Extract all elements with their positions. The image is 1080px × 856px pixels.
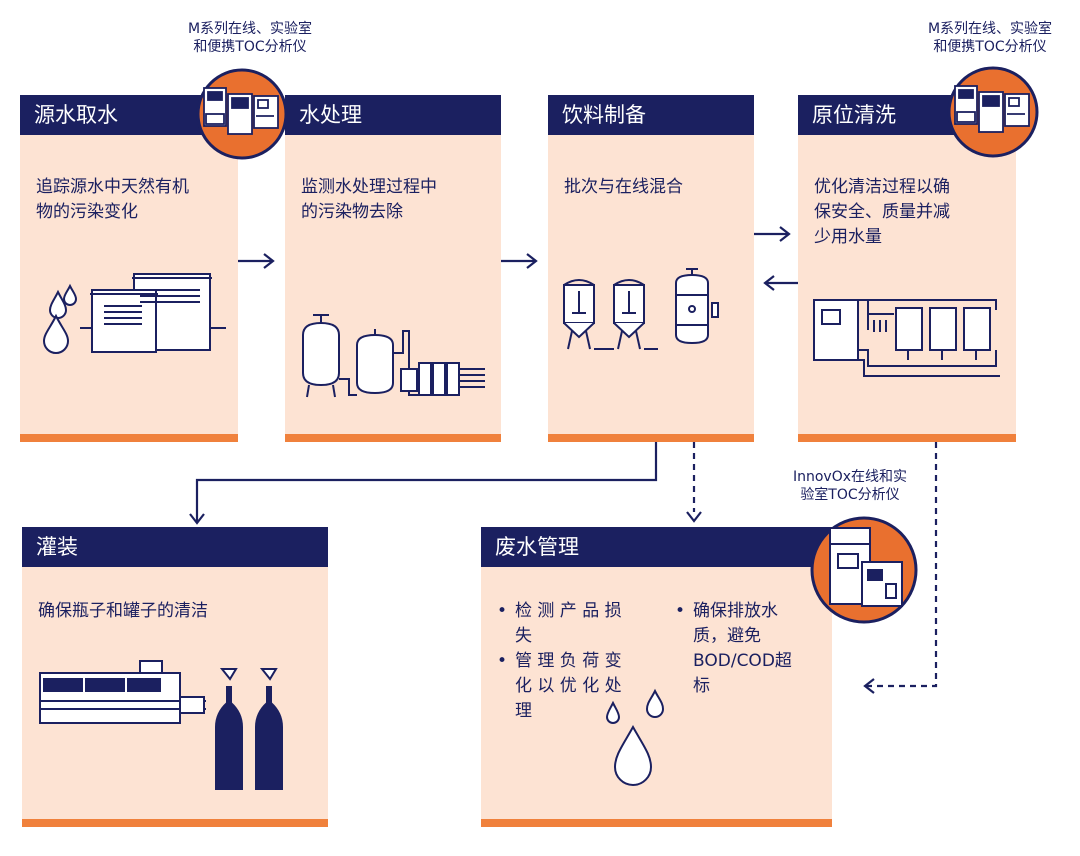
card-filling: 灌装 确保瓶子和罐子的清洁 <box>22 527 328 827</box>
treatment-tanks-icon <box>302 314 485 398</box>
arrow-cip-to-wastewater <box>866 442 938 688</box>
arrow-cip-to-beverage <box>763 275 798 291</box>
note-m-series-left: M系列在线、实验室 和便携TOC分析仪 <box>187 21 313 55</box>
card-beverage-prep-text-1: 批次与在线混合 <box>564 177 683 197</box>
water-drops-icon <box>605 688 665 786</box>
card-beverage-prep-title: 饮料制备 <box>548 95 754 135</box>
card-source-water-text-1: 追踪源水中天然有机 <box>36 177 189 197</box>
card-beverage-prep: 饮料制备 批次与在线混合 <box>548 95 754 442</box>
card-water-treatment-title: 水处理 <box>285 95 501 135</box>
card-cip-text-3: 少用水量 <box>814 227 882 247</box>
bottling-line-icon <box>39 660 283 790</box>
wastewater-bullets-col2: 确保排放水 质，避免 BOD/COD超 标 <box>673 599 823 699</box>
wastewater-bullet-discharge-quality: 确保排放水 质，避免 BOD/COD超 标 <box>673 599 823 699</box>
wastewater-bullet-product-loss: 检 测 产 品 损 失 <box>495 599 665 649</box>
card-cip-text-1: 优化清洁过程以确 <box>814 177 950 197</box>
arrow-beverage-to-cip <box>754 226 791 242</box>
note-innovox: InnovOx在线和实 验室TOC分析仪 <box>792 469 908 503</box>
card-filling-title: 灌装 <box>22 527 328 567</box>
cip-system-icon <box>813 299 1000 377</box>
innovox-analyzer-badge <box>810 516 918 624</box>
arrow-beverage-to-filling <box>189 442 658 525</box>
arrow-source-to-treatment <box>238 253 275 269</box>
mixing-tanks-icon <box>563 268 719 350</box>
card-source-water: 源水取水 追踪源水中天然有机 物的污染变化 <box>20 95 238 442</box>
card-filling-text-1: 确保瓶子和罐子的清洁 <box>38 601 208 621</box>
card-wastewater-title: 废水管理 <box>481 527 832 567</box>
card-water-treatment-text-1: 监测水处理过程中 <box>301 177 437 197</box>
card-wastewater: 废水管理 检 测 产 品 损 失 管 理 负 荷 变 化 以 优 化 处 理 确… <box>481 527 832 827</box>
wastewater-bullet-load-variation: 管 理 负 荷 变 化 以 优 化 处 理 <box>495 649 665 724</box>
m-series-analyzer-badge-left <box>196 68 288 160</box>
card-source-water-text-2: 物的污染变化 <box>36 202 138 222</box>
card-water-treatment-text-2: 的污染物去除 <box>301 202 403 222</box>
m-series-analyzer-badge-right <box>947 66 1039 158</box>
arrow-treatment-to-beverage <box>501 253 538 269</box>
note-m-series-right: M系列在线、实验室 和便携TOC分析仪 <box>927 21 1053 55</box>
reservoir-icon <box>42 273 226 354</box>
card-water-treatment: 水处理 监测水处理过程中 的污染物去除 <box>285 95 501 442</box>
wastewater-bullets-col1: 检 测 产 品 损 失 管 理 负 荷 变 化 以 优 化 处 理 <box>495 599 665 724</box>
card-cip-text-2: 保安全、质量并减 <box>814 202 950 222</box>
